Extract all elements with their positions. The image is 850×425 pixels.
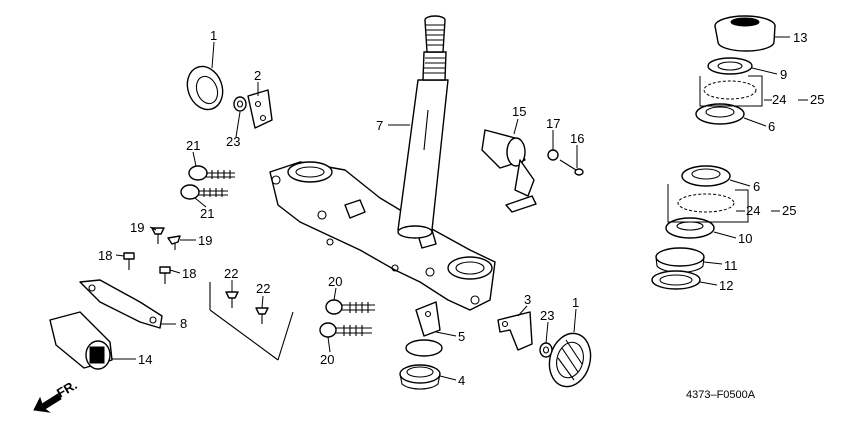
callout-20-lower: 20 xyxy=(320,352,334,367)
callout-17: 17 xyxy=(546,116,560,131)
callout-13: 13 xyxy=(793,30,807,45)
callout-4: 4 xyxy=(458,373,465,388)
callout-22-left: 22 xyxy=(224,266,238,281)
washer-17 xyxy=(547,149,559,161)
bracket-8 xyxy=(79,279,163,329)
callout-23-upper: 23 xyxy=(226,134,240,149)
callout-16: 16 xyxy=(570,131,584,146)
steering-stem xyxy=(397,15,449,239)
stay-2 xyxy=(247,89,273,129)
callout-18-right: 18 xyxy=(182,266,196,281)
cone-race-9 xyxy=(707,57,753,75)
callout-3: 3 xyxy=(524,292,531,307)
switch-14 xyxy=(49,311,113,370)
front-direction-arrow-icon xyxy=(33,393,62,413)
bottom-bridge xyxy=(269,161,496,311)
callout-23-lower: 23 xyxy=(540,308,554,323)
washer-12 xyxy=(651,270,701,290)
callout-11: 11 xyxy=(724,258,738,273)
screws-22 xyxy=(209,282,294,361)
callout-1-lower: 1 xyxy=(572,295,579,310)
screw-16 xyxy=(559,159,584,176)
stay-5 xyxy=(405,301,443,357)
callout-21-lower: 21 xyxy=(200,206,214,221)
leader-lines xyxy=(112,36,790,381)
bolts-20 xyxy=(319,299,375,338)
dust-cap-1-lower xyxy=(548,332,592,388)
callout-25-lower: 25 xyxy=(782,203,796,218)
callout-22-right: 22 xyxy=(256,281,270,296)
callout-10: 10 xyxy=(738,231,752,246)
bracket-3 xyxy=(497,311,533,351)
callout-8: 8 xyxy=(180,316,187,331)
callout-1-upper: 1 xyxy=(210,28,217,43)
steel-balls-24-lower xyxy=(677,193,735,213)
callout-12: 12 xyxy=(719,278,733,293)
callout-20-upper: 20 xyxy=(328,274,342,289)
bracket-25-upper xyxy=(699,75,763,107)
callout-7: 7 xyxy=(376,118,383,133)
callout-21-upper: 21 xyxy=(186,138,200,153)
key-switch-15 xyxy=(481,129,537,213)
callout-2: 2 xyxy=(254,68,261,83)
ball-race-6-lower xyxy=(681,165,731,187)
callout-15: 15 xyxy=(512,104,526,119)
callout-5: 5 xyxy=(458,329,465,344)
callout-19-right: 19 xyxy=(198,233,212,248)
screws-19 xyxy=(151,227,181,250)
adjusting-nut-13 xyxy=(714,15,776,52)
dust-cap-1-upper xyxy=(186,65,224,111)
ball-race-6-upper xyxy=(695,103,745,125)
screws-18 xyxy=(123,252,171,284)
seal-4 xyxy=(399,364,441,390)
dust-seal-11 xyxy=(655,247,705,273)
bolts-21 xyxy=(180,165,235,200)
callout-14: 14 xyxy=(138,352,152,367)
diagram-code: 4373–F0500A xyxy=(686,389,756,401)
bracket-25-lower xyxy=(667,184,749,223)
callout-18-left: 18 xyxy=(98,248,112,263)
callout-labels: 1 2 23 21 21 19 19 18 18 8 14 22 22 7 20… xyxy=(98,28,824,388)
callout-25-upper: 25 xyxy=(810,92,824,107)
cone-race-10 xyxy=(665,217,715,239)
callout-6-lower: 6 xyxy=(753,179,760,194)
steel-balls-24-upper xyxy=(703,80,757,100)
callout-19-left: 19 xyxy=(130,220,144,235)
callout-24-lower: 24 xyxy=(746,203,760,218)
callout-9: 9 xyxy=(780,67,787,82)
callout-6-upper: 6 xyxy=(768,119,775,134)
callout-24-upper: 24 xyxy=(772,92,786,107)
washer-23-upper xyxy=(233,96,247,112)
